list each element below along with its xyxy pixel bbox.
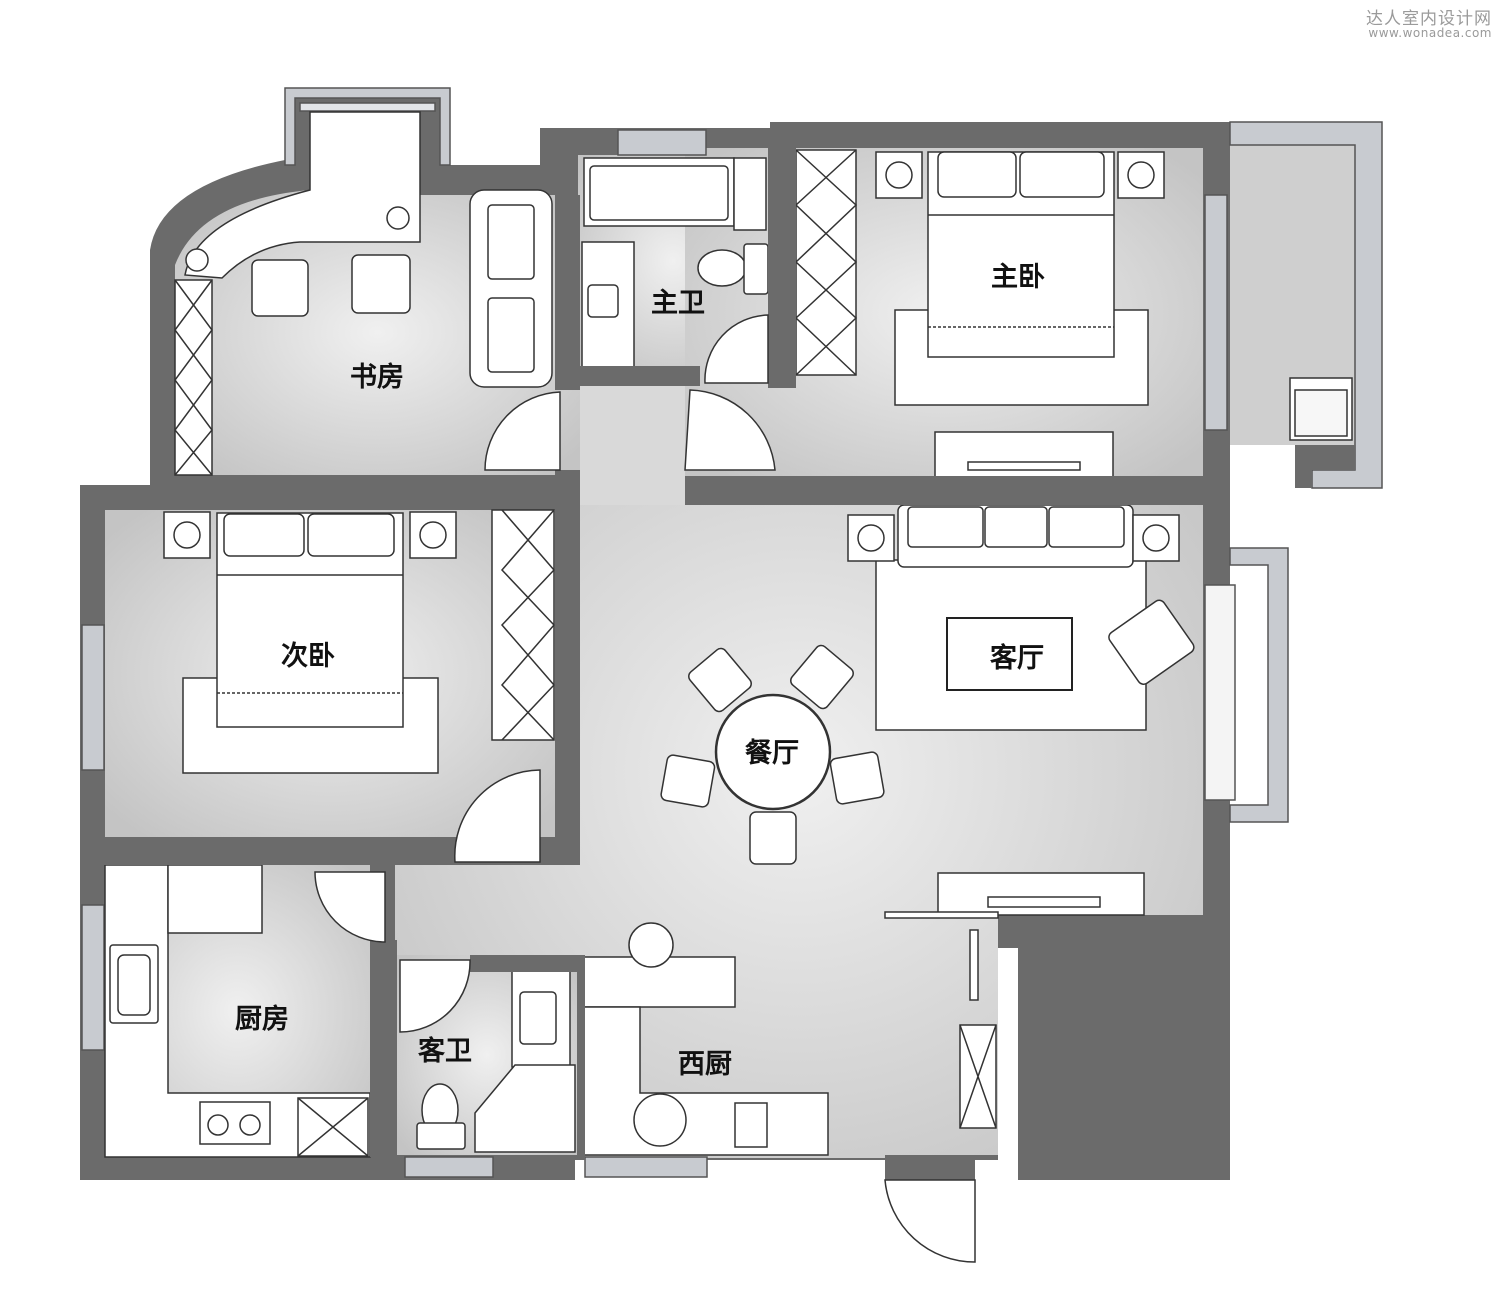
living-tv-cabinet	[937, 872, 1145, 916]
study-door	[484, 391, 561, 471]
master-toilet	[697, 249, 747, 287]
label-kitchen: 厨房	[235, 1004, 289, 1035]
furniture	[104, 111, 1353, 1158]
label-guest-bath: 客卫	[418, 1035, 472, 1067]
study-wardrobe	[174, 279, 213, 476]
study-chair-1	[251, 259, 309, 317]
living-bay-window	[1229, 547, 1289, 823]
label-living-room: 客厅	[990, 642, 1044, 674]
interior-walls	[80, 148, 1203, 1160]
room-labels: 书房 主卫 主卧 次卧 客厅 餐厅 厨房 客卫 西厨	[235, 262, 1045, 1080]
second-bedroom-door	[454, 769, 541, 863]
guest-bath-door	[399, 959, 471, 1033]
master-wardrobe	[795, 149, 857, 376]
entry-door	[884, 1179, 976, 1263]
watermark-brand: 达人室内设计网	[1366, 9, 1492, 29]
kitchen-window	[81, 904, 105, 1051]
label-master-bath: 主卫	[651, 288, 705, 319]
label-dining-room: 餐厅	[745, 738, 799, 769]
second-bedroom-window	[81, 624, 105, 771]
dining-chair-5	[829, 751, 885, 805]
bar-stool	[628, 922, 674, 968]
master-bath-door	[704, 314, 769, 384]
study-window-inner	[299, 102, 436, 112]
dining-chair-2	[688, 647, 752, 713]
master-bedroom-window	[1204, 194, 1228, 431]
guest-bath-window	[404, 1156, 494, 1178]
armchair	[1108, 599, 1195, 685]
study-desk	[184, 111, 421, 279]
kitchen-door	[314, 871, 386, 943]
study-chair-2	[351, 254, 411, 314]
doors	[314, 314, 999, 1263]
windows	[81, 87, 1383, 1178]
label-second-bedroom: 次卧	[281, 641, 335, 672]
watermark-url: www.wonadea.com	[1368, 26, 1492, 40]
study-window	[284, 87, 451, 166]
label-study: 书房	[350, 362, 404, 393]
label-western-kitchen: 西厨	[678, 1049, 732, 1080]
master-bath-cabinet	[733, 157, 767, 231]
corridor-floor	[580, 385, 685, 505]
dining-table	[714, 693, 832, 811]
coffee-table	[946, 617, 1073, 691]
master-bath-window	[617, 129, 707, 156]
western-kitchen-window	[584, 1156, 708, 1178]
label-master-bedroom: 主卧	[991, 262, 1045, 293]
guest-shower	[474, 1064, 576, 1153]
master-bedroom-door	[684, 389, 776, 471]
dining-chair-3	[790, 644, 854, 710]
dining-chair-4	[660, 754, 716, 808]
kitchen-upper-cabinet	[167, 864, 263, 934]
dining-chair-1	[749, 811, 797, 865]
